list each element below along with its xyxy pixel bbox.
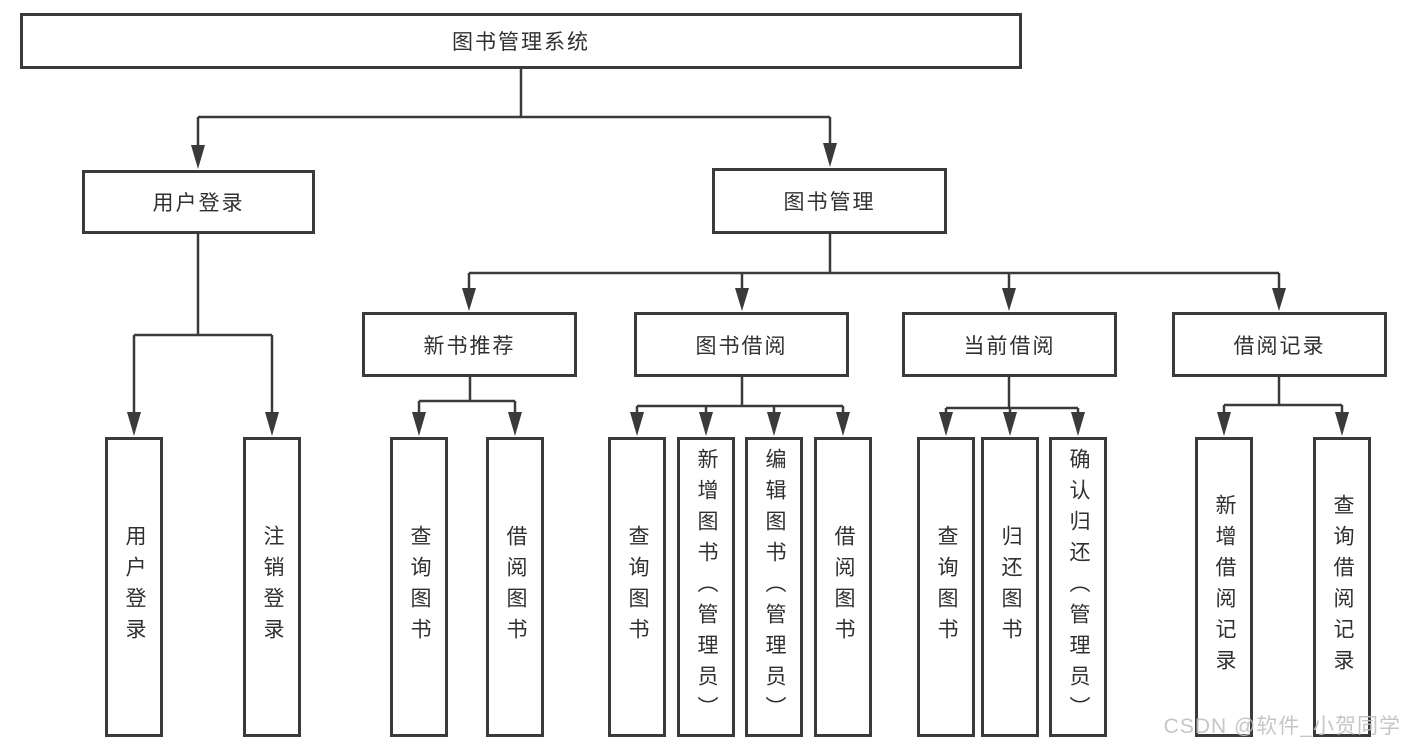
leaf-query-books-recommend: 查询图书 [390,437,448,737]
leaf-add-book-admin: 新增图书（管理员） [677,437,735,737]
node-user-login: 用户登录 [82,170,315,234]
node-book-borrowing: 图书借阅 [634,312,849,377]
leaf-query-books-borrowing: 查询图书 [608,437,666,737]
leaf-borrow-books-recommend: 借阅图书 [486,437,544,737]
leaf-logout: 注销登录 [243,437,301,737]
leaf-return-book: 归还图书 [981,437,1039,737]
leaf-edit-book-admin: 编辑图书（管理员） [745,437,803,737]
node-current-borrowing: 当前借阅 [902,312,1117,377]
node-new-book-recommendation: 新书推荐 [362,312,577,377]
node-library-system: 图书管理系统 [20,13,1022,69]
leaf-borrow-books-borrowing: 借阅图书 [814,437,872,737]
node-borrowing-records: 借阅记录 [1172,312,1387,377]
leaf-query-books-current: 查询图书 [917,437,975,737]
node-book-management: 图书管理 [712,168,947,234]
leaf-query-borrow-record: 查询借阅记录 [1313,437,1371,737]
csdn-watermark: CSDN @软件_小贺同学 [1163,715,1401,738]
leaf-user-login: 用户登录 [105,437,163,737]
leaf-add-borrow-record: 新增借阅记录 [1195,437,1253,737]
leaf-confirm-return-admin: 确认归还（管理员） [1049,437,1107,737]
